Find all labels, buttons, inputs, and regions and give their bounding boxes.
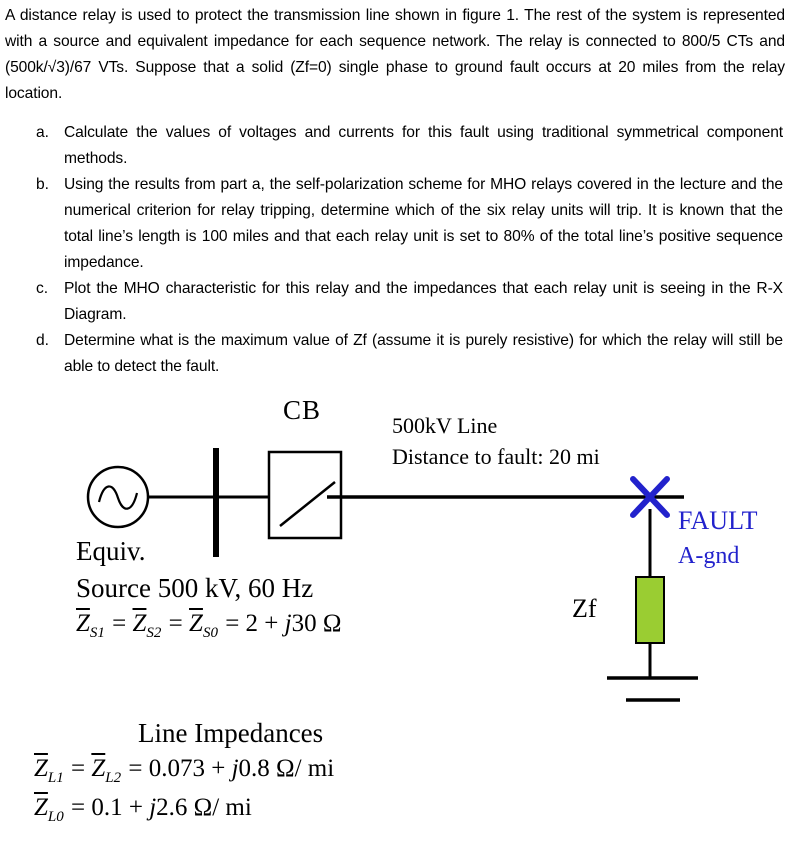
fault-label: FAULT <box>678 506 758 535</box>
source-impedance-equation: ZS1 = ZS2 = ZS0 = 2 + j30 Ω <box>76 610 342 641</box>
zf-label: Zf <box>572 594 597 623</box>
equiv-label: Equiv. <box>76 536 146 566</box>
list-item-text: Using the results from part a, the self-… <box>64 176 783 271</box>
cb-label: CB <box>283 395 322 425</box>
breaker-box <box>267 450 343 540</box>
list-item: a. Calculate the values of voltages and … <box>5 120 785 172</box>
distance-to-fault-label: Distance to fault: 20 mi <box>392 444 600 469</box>
list-item: d. Determine what is the maximum value o… <box>5 328 785 380</box>
list-item-marker: c. <box>36 280 48 297</box>
list-item: b. Using the results from part a, the se… <box>5 172 785 276</box>
list-item-text: Calculate the values of voltages and cur… <box>64 124 783 167</box>
problem-list: a. Calculate the values of voltages and … <box>5 120 785 380</box>
list-item-text: Plot the MHO characteristic for this rel… <box>64 280 783 323</box>
fault-type-label: A-gnd <box>678 543 740 569</box>
list-item-text: Determine what is the maximum value of Z… <box>64 332 783 375</box>
fault-x-icon <box>630 476 670 518</box>
line-impedances-title: Line Impedances <box>138 718 324 748</box>
list-item-marker: d. <box>36 332 49 349</box>
problem-text: A distance relay is used to protect the … <box>5 3 785 380</box>
breaker-blade <box>279 481 336 527</box>
source-spec-label: Source 500 kV, 60 Hz <box>76 573 314 603</box>
line-impedance-pos-neg-equation: ZL1 = ZL2 = 0.073 + j0.8 Ω/ mi <box>34 755 335 786</box>
list-item: c. Plot the MHO characteristic for this … <box>5 276 785 328</box>
list-item-marker: a. <box>36 124 49 141</box>
circuit-drawing <box>86 448 698 702</box>
zf-resistor <box>635 576 665 644</box>
sine-wave-icon <box>97 485 139 510</box>
list-item-marker: b. <box>36 176 49 193</box>
circuit-figure: CB 500kV Line Distance to fault: 20 mi F… <box>0 390 789 844</box>
problem-intro: A distance relay is used to protect the … <box>5 7 785 102</box>
line-impedance-zero-equation: ZL0 = 0.1 + j2.6 Ω/ mi <box>34 794 252 825</box>
line-voltage-label: 500kV Line <box>392 413 498 438</box>
